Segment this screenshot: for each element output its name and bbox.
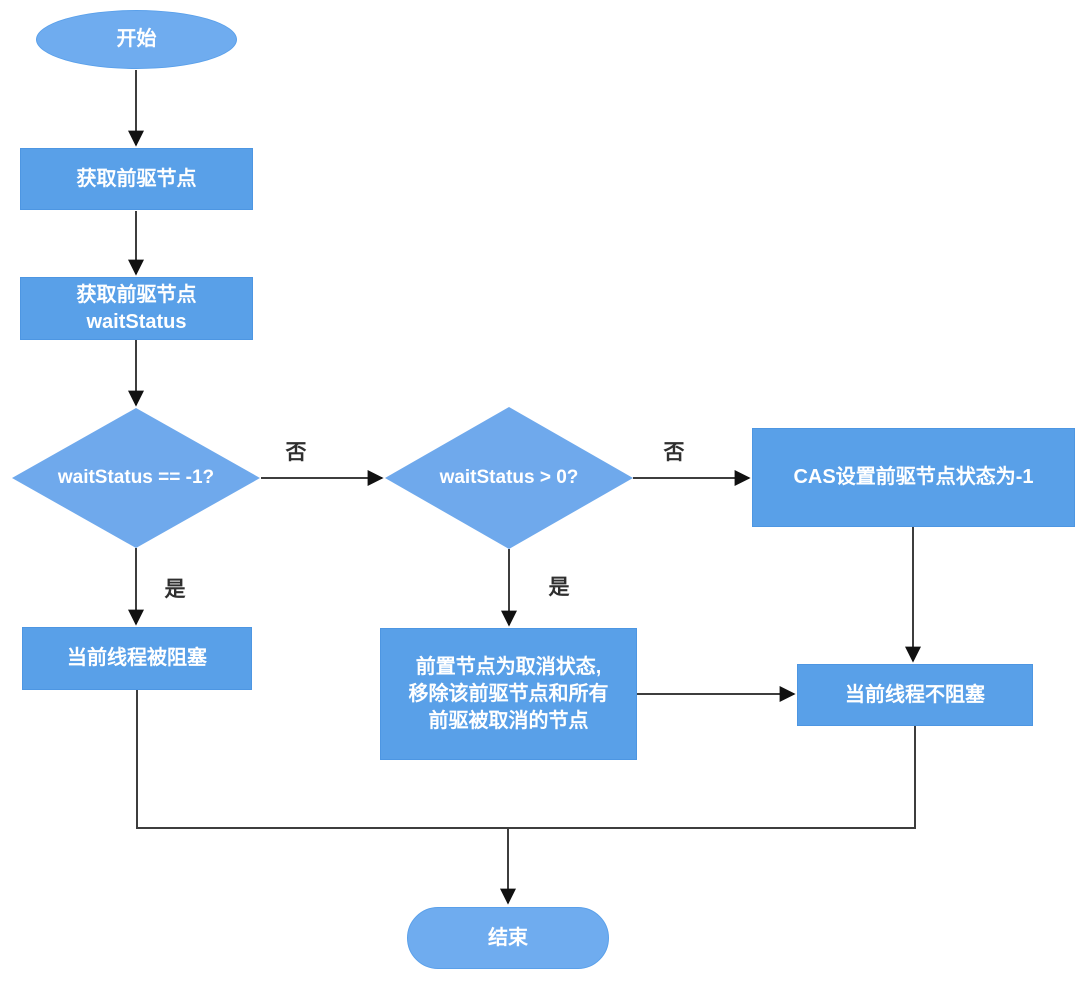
edge-label-eq-minus1-no: 否 <box>285 441 307 464</box>
edge-label-eq-minus1-yes: 是 <box>164 578 186 601</box>
node-start: 开始 <box>36 10 237 69</box>
node-get-predecessor: 获取前驱节点 <box>20 148 253 210</box>
node-end: 结束 <box>407 907 609 969</box>
node-get-predecessor-wait-status: 获取前驱节点 waitStatus <box>20 277 253 340</box>
node-cas-set-predecessor-status-minus1: CAS设置前驱节点状态为-1 <box>752 428 1075 527</box>
edge-label-gt-0-yes: 是 <box>548 576 570 599</box>
edge-label-gt-0-no: 否 <box>663 441 685 464</box>
edge-thread-blocked-to-junction <box>136 690 508 829</box>
edge-thread-not-blocked-to-junction <box>508 726 916 829</box>
node-remove-cancelled-predecessors: 前置节点为取消状态, 移除该前驱节点和所有 前驱被取消的节点 <box>380 628 637 760</box>
node-current-thread-blocked: 当前线程被阻塞 <box>22 627 252 690</box>
node-current-thread-not-blocked: 当前线程不阻塞 <box>797 664 1033 726</box>
